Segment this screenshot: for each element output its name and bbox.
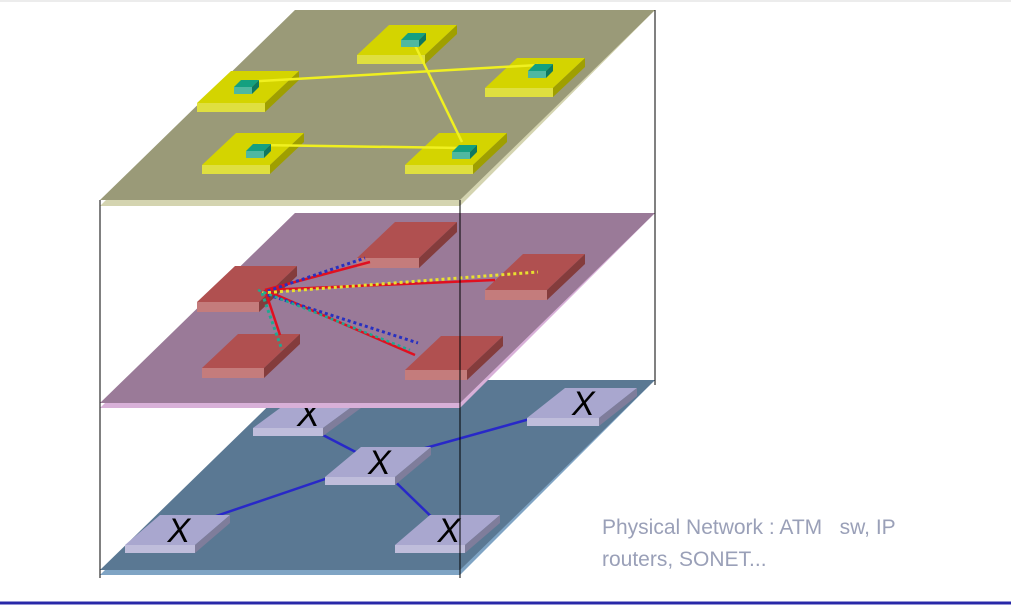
- caption-line-2: routers, SONET...: [602, 548, 767, 571]
- switch-node-center: X: [325, 444, 431, 485]
- switch-node-back-right: X: [527, 385, 637, 426]
- virtual-node-bottom-right: [405, 336, 503, 380]
- caption-line-1: Physical Network : ATM sw, IP: [602, 516, 896, 539]
- service-chip-3: [528, 64, 553, 78]
- service-links: [242, 34, 539, 150]
- virtual-links: [257, 256, 539, 357]
- switch-node-label: X: [437, 512, 462, 550]
- virtual-node-right: [485, 254, 585, 300]
- physical-network-caption: Physical Network : ATM sw, IP routers, S…: [602, 512, 1002, 576]
- switch-node-front-right: X: [395, 512, 500, 553]
- service-chip-1: [401, 33, 426, 47]
- switch-node-label: X: [571, 385, 596, 423]
- switch-node-front-left: X: [125, 512, 230, 553]
- service-chip-4: [246, 144, 271, 158]
- switch-node-label: X: [367, 444, 392, 482]
- service-chip-5: [452, 145, 477, 159]
- virtual-nodes: [197, 222, 585, 380]
- switch-node-label: X: [167, 512, 192, 550]
- virtual-node-top-center: [357, 222, 457, 268]
- service-chips: [234, 33, 553, 159]
- layer-frame: [99, 10, 656, 578]
- service-chip-2: [234, 80, 259, 94]
- virtual-node-bottom-left: [202, 334, 300, 378]
- service-node-top-center: [357, 25, 457, 64]
